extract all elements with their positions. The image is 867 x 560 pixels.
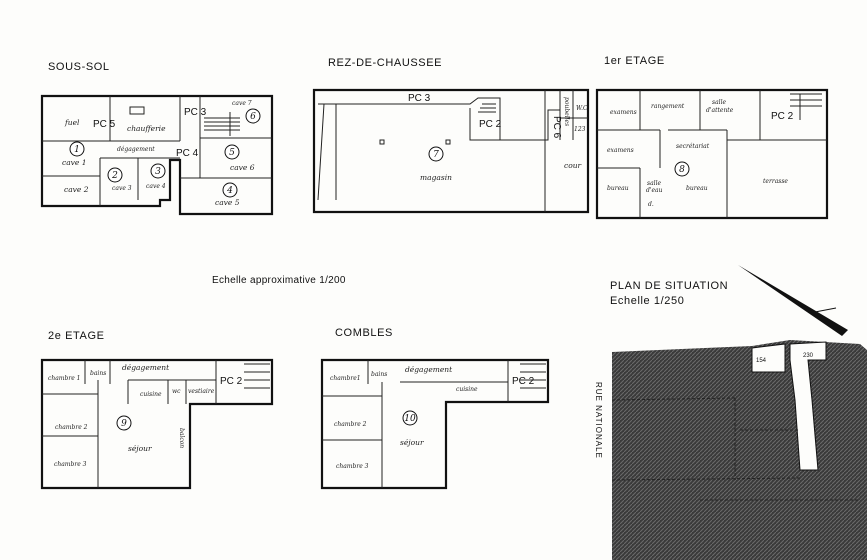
room-cave2: cave 2: [64, 185, 89, 194]
room-cave7: cave 7: [232, 100, 252, 107]
north-arrow: [738, 265, 848, 336]
room-bains-cb: bains: [371, 371, 387, 378]
room-number-3: 3: [155, 167, 161, 177]
pc2-label-etage1: PC 2: [771, 111, 794, 122]
pc3-label-rez: PC 3: [408, 93, 431, 104]
room-number-6: 6: [250, 112, 256, 122]
room-cour: cour: [564, 161, 582, 170]
walls-etage2: [40, 358, 274, 490]
room-examens-2: examens: [607, 147, 634, 154]
room-123: 123: [574, 126, 586, 133]
room-balcon-e2: balcon: [178, 428, 185, 448]
pc2-label-e2: PC 2: [220, 376, 243, 387]
pc6-label-rez: PC 6: [551, 116, 562, 139]
room-sejour-e2: séjour: [128, 444, 152, 453]
room-secretariat: secrétariat: [676, 143, 710, 150]
room-wc-rez: W.C.: [576, 105, 589, 112]
room-cave3: cave 3: [112, 185, 132, 192]
room-sejour-cb: séjour: [400, 438, 424, 447]
room-number-9: 9: [121, 419, 127, 429]
parcel-label-230: 230: [803, 353, 814, 359]
room-chambre2-cb: chambre 2: [334, 421, 367, 428]
room-chambre3-e2: chambre 3: [54, 461, 87, 468]
room-number-5: 5: [229, 148, 235, 158]
room-degagement: dégagement: [117, 146, 155, 153]
room-degagement-e2: dégagement: [122, 363, 170, 372]
room-salle-eau-2: d'eau: [646, 187, 663, 194]
plan-sous-sol: SOUS-SOL fuel PC 5 chaufferie PC 3 cave …: [40, 61, 274, 216]
title-1er-etage: 1er ETAGE: [604, 55, 665, 67]
walls-rez: [312, 88, 590, 214]
pc2-label-cb: PC 2: [512, 376, 535, 387]
room-chaufferie: chaufferie: [127, 124, 166, 133]
room-chambre2-e2: chambre 2: [55, 424, 88, 431]
title-sous-sol: SOUS-SOL: [48, 61, 110, 73]
room-rangement: rangement: [651, 103, 685, 110]
room-number-8: 8: [679, 165, 685, 175]
room-chambre1-e2: chambre 1: [48, 375, 80, 382]
room-cave4: cave 4: [146, 183, 166, 190]
plan-de-situation: PLAN DE SITUATION Echelle 1/250 154 230 …: [594, 265, 867, 560]
room-number-2: 2: [111, 171, 118, 181]
room-terrasse: terrasse: [763, 178, 788, 185]
room-salle-eau-1: salle: [647, 180, 661, 187]
cadastre-map: 154 230: [611, 340, 867, 560]
room-cave6: cave 6: [230, 163, 255, 172]
title-combles: COMBLES: [335, 327, 393, 339]
room-examens-1: examens: [610, 109, 637, 116]
room-cuisine-e2: cuisine: [140, 391, 162, 398]
plan-1er-etage: 1er ETAGE examens rangement salle d'atte…: [595, 55, 829, 220]
plan-2e-etage: 2e ETAGE chambre 1 bains dégagement cuis…: [40, 330, 274, 490]
situation-scale: Echelle 1/250: [610, 295, 684, 307]
room-bains-e2: bains: [90, 370, 106, 377]
title-2e-etage: 2e ETAGE: [48, 330, 105, 342]
plan-combles: COMBLES chambre1 bains dégagement cuisin…: [320, 327, 550, 490]
room-poubelles: poubelles: [563, 97, 570, 126]
room-number-10: 10: [404, 414, 416, 424]
room-chambre3-cb: chambre 3: [336, 463, 369, 470]
walls-sous-sol: [40, 94, 274, 216]
scale-label: Echelle approximative 1/200: [212, 275, 346, 286]
room-number-4: 4: [226, 186, 233, 196]
room-magasin: magasin: [420, 173, 452, 182]
street-name: RUE NATIONALE: [594, 382, 603, 459]
room-number-1: 1: [74, 145, 80, 155]
room-vestiaire-e2: vestiaire: [188, 388, 215, 395]
walls-etage1: [595, 88, 829, 220]
pc2-label-rez: PC 2: [479, 119, 502, 130]
room-bureau-2: bureau: [686, 185, 708, 192]
room-cave5: cave 5: [215, 198, 240, 207]
room-d: d.: [648, 201, 654, 208]
pc3-label: PC 3: [184, 107, 207, 118]
room-fuel: fuel: [64, 118, 80, 127]
room-wc-e2: wc: [172, 388, 181, 395]
room-bureau-1: bureau: [607, 185, 629, 192]
situation-title: PLAN DE SITUATION: [610, 280, 728, 292]
pc4-label: PC 4: [176, 148, 199, 159]
room-cave1: cave 1: [62, 158, 87, 167]
plan-rez-de-chaussee: REZ-DE-CHAUSSEE PC 3 PC 2 PC 6 poubelles…: [312, 57, 590, 214]
room-degagement-cb: dégagement: [405, 365, 453, 374]
parcel-label-154: 154: [756, 358, 767, 364]
title-rez-de-chaussee: REZ-DE-CHAUSSEE: [328, 57, 442, 69]
room-chambre1-cb: chambre1: [330, 375, 361, 382]
room-number-7: 7: [433, 150, 439, 160]
room-salle-attente-2: d'attente: [706, 107, 734, 114]
room-numbers-sous-sol: 1 2 3 4 5 6: [69, 108, 261, 198]
walls-combles: [320, 358, 550, 490]
room-cuisine-cb: cuisine: [456, 386, 478, 393]
room-salle-attente-1: salle: [712, 99, 726, 106]
pc5-label: PC 5: [93, 119, 116, 130]
